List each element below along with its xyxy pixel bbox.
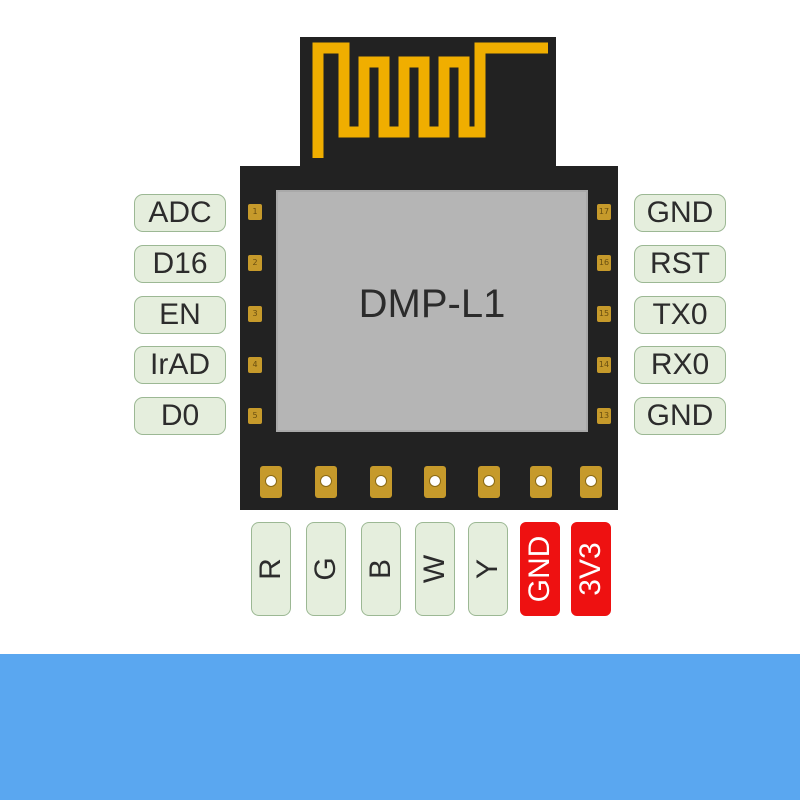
label-text: G <box>309 557 342 581</box>
pad-5: 5 <box>248 408 262 424</box>
pad-13: 13 <box>597 408 611 424</box>
pcb-antenna-trace <box>312 42 548 158</box>
pin-label-tx0: TX0 <box>634 296 726 334</box>
pin-label-rst: RST <box>634 245 726 283</box>
pin-label-rx0: RX0 <box>634 346 726 384</box>
label-text: R <box>254 558 287 580</box>
pad-number: 1 <box>252 207 258 216</box>
pad-r <box>260 466 282 498</box>
via-hole <box>375 475 387 487</box>
pin-label-y: Y <box>468 522 508 616</box>
pad-15: 15 <box>597 306 611 322</box>
pin-label-irad: IrAD <box>134 346 226 384</box>
pin-label-gnd-top: GND <box>634 194 726 232</box>
pin-label-g: G <box>306 522 346 616</box>
via-hole <box>585 475 597 487</box>
label-text: Y <box>471 558 504 580</box>
pin-label-w: W <box>415 522 455 616</box>
pin-label-gnd-bottom: GND <box>634 397 726 435</box>
via-hole <box>265 475 277 487</box>
pin-label-b: B <box>361 522 401 616</box>
pad-2: 2 <box>248 255 262 271</box>
pin-label-adc: ADC <box>134 194 226 232</box>
pad-y <box>478 466 500 498</box>
pin-label-r: R <box>251 522 291 616</box>
rf-shield: DMP-L1 <box>276 190 588 432</box>
pad-b <box>370 466 392 498</box>
label-text: B <box>364 558 397 580</box>
pad-gnd <box>530 466 552 498</box>
pad-number: 15 <box>598 309 610 318</box>
pad-number: 3 <box>252 309 258 318</box>
bottom-color-band <box>0 654 800 800</box>
via-hole <box>429 475 441 487</box>
pad-17: 17 <box>597 204 611 220</box>
pad-16: 16 <box>597 255 611 271</box>
pin-label-d0: D0 <box>134 397 226 435</box>
via-hole <box>535 475 547 487</box>
pad-g <box>315 466 337 498</box>
pad-4: 4 <box>248 357 262 373</box>
pad-number: 4 <box>252 360 258 369</box>
pad-3: 3 <box>248 306 262 322</box>
pin-label-3v3-power: 3V3 <box>571 522 611 616</box>
label-text: W <box>418 554 451 584</box>
via-hole <box>320 475 332 487</box>
pad-3v3 <box>580 466 602 498</box>
pad-number: 2 <box>252 258 258 267</box>
pad-number: 16 <box>598 258 610 267</box>
via-hole <box>483 475 495 487</box>
pin-label-d16: D16 <box>134 245 226 283</box>
pad-number: 13 <box>598 411 610 420</box>
pad-w <box>424 466 446 498</box>
label-text: 3V3 <box>574 542 607 596</box>
pad-14: 14 <box>597 357 611 373</box>
label-text: GND <box>523 535 556 603</box>
pad-number: 17 <box>598 207 610 216</box>
module-name: DMP-L1 <box>358 282 506 326</box>
pad-1: 1 <box>248 204 262 220</box>
pin-label-gnd-power: GND <box>520 522 560 616</box>
pin-label-en: EN <box>134 296 226 334</box>
pad-number: 5 <box>252 411 258 420</box>
pad-number: 14 <box>598 360 610 369</box>
